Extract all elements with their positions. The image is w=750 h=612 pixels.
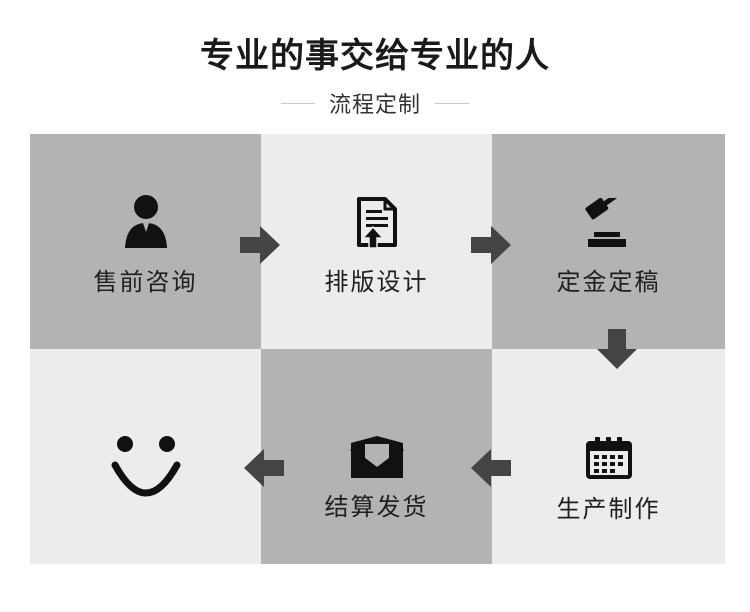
arrow-right-icon — [240, 226, 280, 264]
gavel-icon — [584, 198, 626, 247]
envelope-icon — [349, 436, 404, 478]
step-label: 定金定稿 — [556, 268, 661, 296]
document-upload-icon — [356, 197, 397, 248]
step-production: 生产制作 — [492, 349, 725, 564]
step-deposit-finalize: 定金定稿 — [492, 134, 725, 349]
arrow-left-icon — [471, 449, 511, 487]
arrow-down-icon — [597, 329, 637, 369]
page-subtitle: 流程定制 — [328, 93, 421, 118]
divider-left — [280, 102, 315, 104]
arrow-left-icon — [244, 449, 284, 487]
step-complete — [30, 349, 261, 564]
calendar-icon — [585, 437, 632, 479]
arrow-right-icon — [471, 226, 511, 264]
smiley-icon — [111, 436, 180, 497]
step-label: 生产制作 — [556, 495, 661, 523]
person-icon — [124, 195, 167, 248]
step-layout-design: 排版设计 — [261, 134, 492, 349]
step-label: 售前咨询 — [93, 268, 198, 296]
step-presales-consult: 售前咨询 — [30, 134, 261, 349]
step-label: 排版设计 — [324, 268, 429, 296]
divider-right — [435, 102, 469, 104]
subtitle-row: 流程定制 — [0, 88, 750, 118]
step-label: 结算发货 — [324, 493, 429, 521]
page-title: 专业的事交给专业的人 — [200, 36, 550, 76]
step-settle-ship: 结算发货 — [261, 349, 492, 564]
